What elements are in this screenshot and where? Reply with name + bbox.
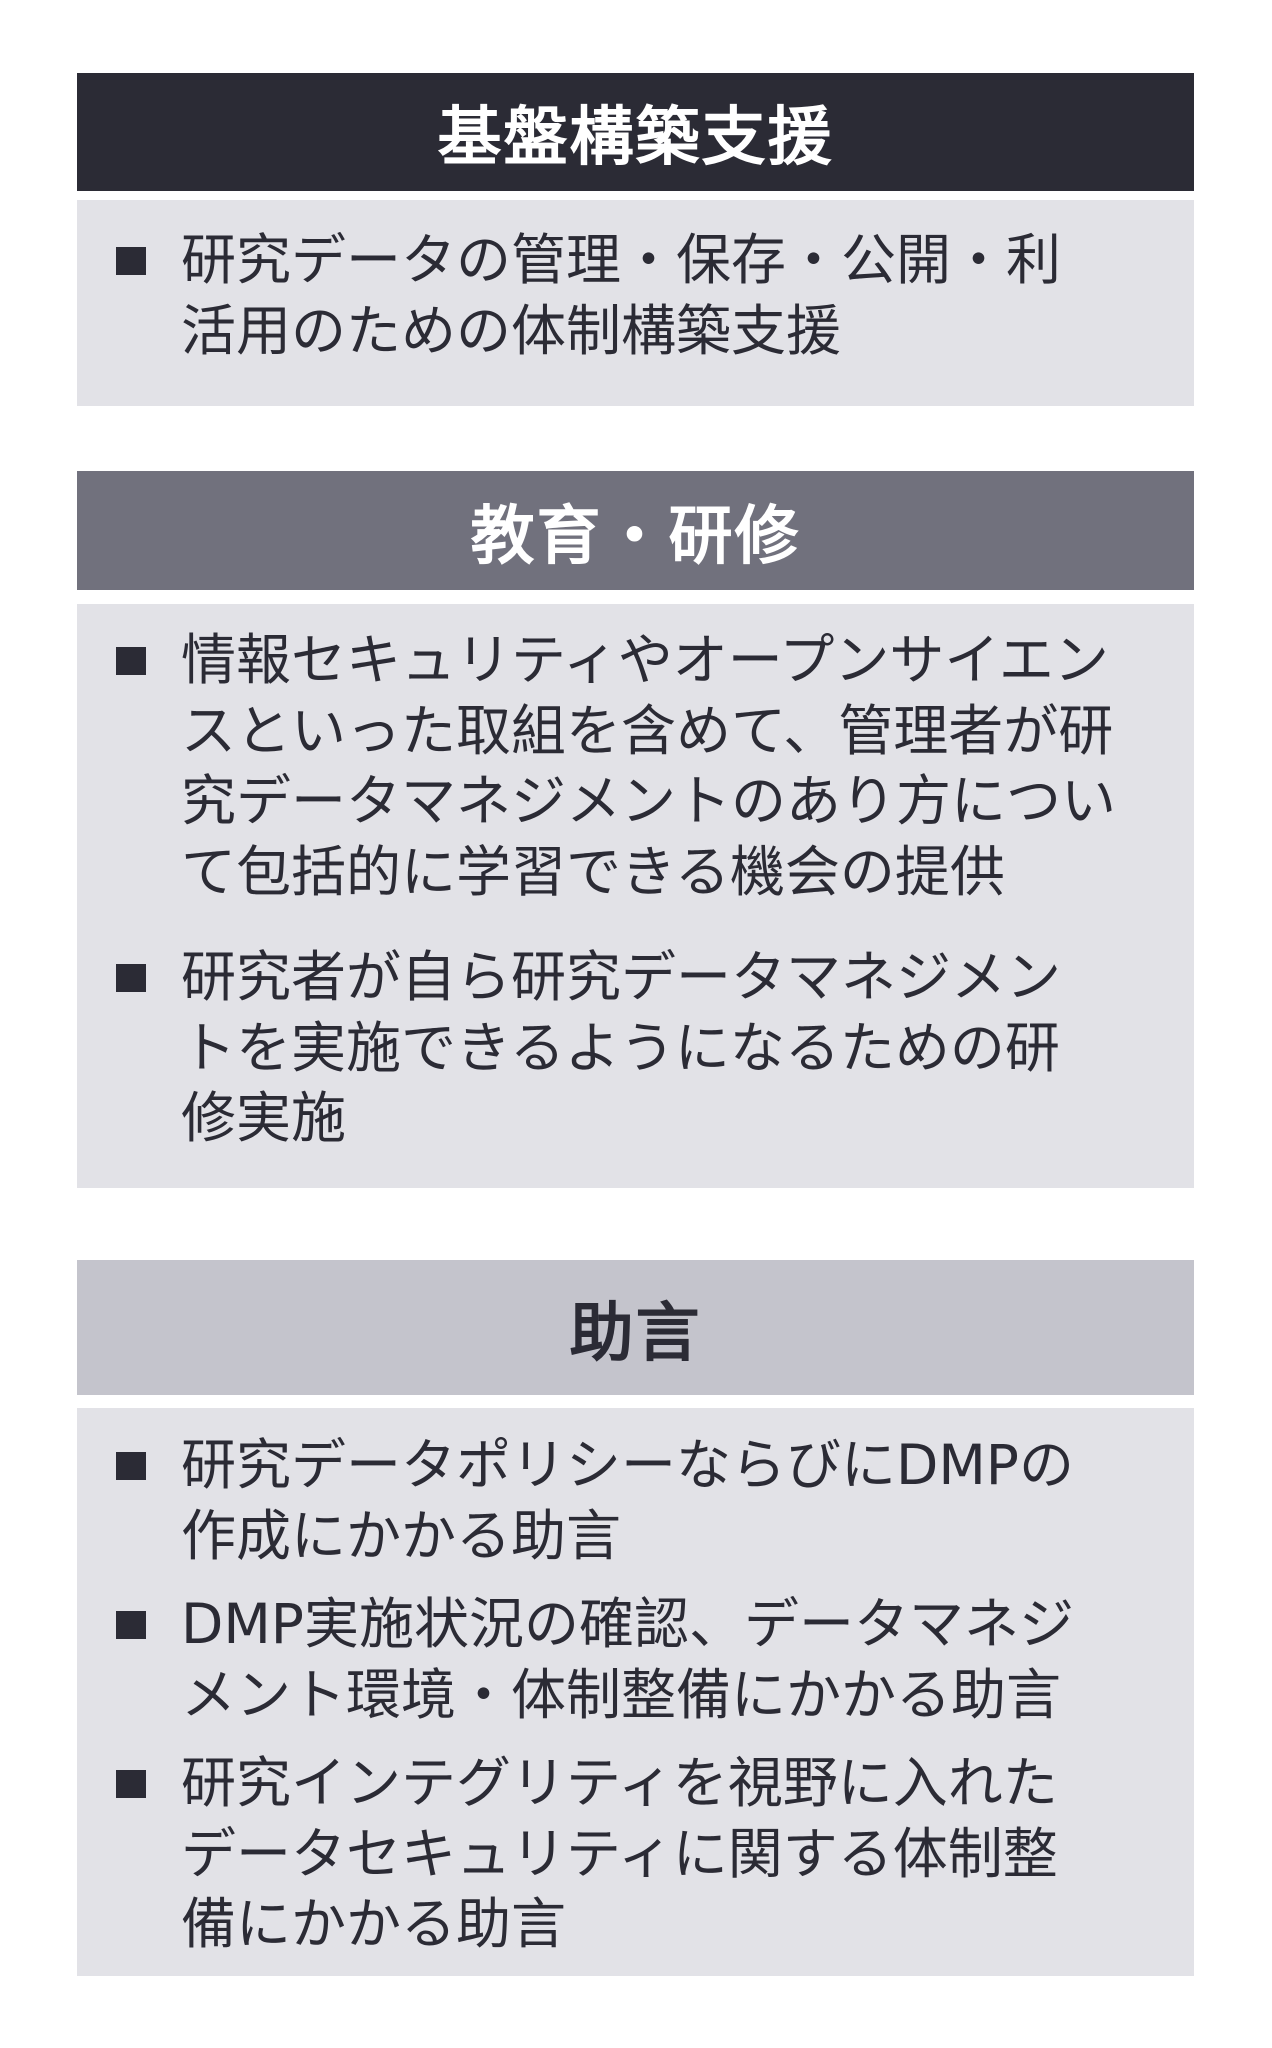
list-item: 研究データの管理・保存・公開・利 活用のための体制構築支援 [77, 225, 1194, 366]
section-body-infrastructure-support: 研究データの管理・保存・公開・利 活用のための体制構築支援 [77, 200, 1194, 406]
list-item: 研究者が自ら研究データマネジメン トを実施できるようになるための研 修実施 [77, 942, 1194, 1154]
square-bullet-icon [116, 964, 146, 992]
item-line: 研究インテグリティを視野に入れた [181, 1751, 1058, 1815]
square-bullet-icon [116, 1770, 146, 1798]
item-line: データセキュリティに関する体制整 [181, 1821, 1058, 1886]
item-line: DMP実施状況の確認、データマネジ [181, 1592, 1074, 1656]
square-bullet-icon [116, 1452, 146, 1480]
section-title: 教育・研修 [470, 499, 801, 574]
item-line: メント環境・体制整備にかかる助言 [181, 1662, 1062, 1727]
section-header-infrastructure-support: 基盤構築支援 [77, 73, 1194, 191]
item-line: 研究データの管理・保存・公開・利 [181, 228, 1062, 292]
section-body-education-training: 情報セキュリティやオープンサイエン スといった取組を含めて、管理者が研 究データ… [77, 604, 1194, 1188]
square-bullet-icon [116, 247, 146, 275]
section-title: 基盤構築支援 [437, 101, 834, 175]
list-item: DMP実施状況の確認、データマネジ メント環境・体制整備にかかる助言 [77, 1589, 1194, 1730]
item-line: 情報セキュリティやオープンサイエン [181, 628, 1109, 692]
item-line: 作成にかかる助言 [181, 1503, 622, 1568]
list-item: 情報セキュリティやオープンサイエン スといった取組を含めて、管理者が研 究データ… [77, 625, 1194, 907]
item-line: 究データマネジメントのあり方につい [181, 769, 1117, 833]
section-title: 助言 [569, 1296, 702, 1371]
section-header-education-training: 教育・研修 [77, 471, 1194, 590]
item-line: 研究者が自ら研究データマネジメン [181, 945, 1062, 1009]
item-line: 活用のための体制構築支援 [181, 298, 842, 363]
list-item: 研究データポリシーならびにDMPの 作成にかかる助言 [77, 1430, 1194, 1571]
square-bullet-icon [116, 647, 146, 675]
item-line: スといった取組を含めて、管理者が研 [181, 698, 1114, 763]
item-line: 研究データポリシーならびにDMPの [181, 1433, 1074, 1497]
square-bullet-icon [116, 1611, 146, 1639]
section-header-advice: 助言 [77, 1260, 1194, 1395]
list-item: 研究インテグリティを視野に入れた データセキュリティに関する体制整 備にかかる助… [77, 1748, 1194, 1960]
item-line: 修実施 [181, 1086, 347, 1150]
item-line: て包括的に学習できる機会の提供 [181, 839, 1005, 904]
section-body-advice: 研究データポリシーならびにDMPの 作成にかかる助言 DMP実施状況の確認、デー… [77, 1408, 1194, 1976]
item-line: 備にかかる助言 [181, 1892, 567, 1956]
item-line: トを実施できるようになるための研 [181, 1015, 1060, 1080]
